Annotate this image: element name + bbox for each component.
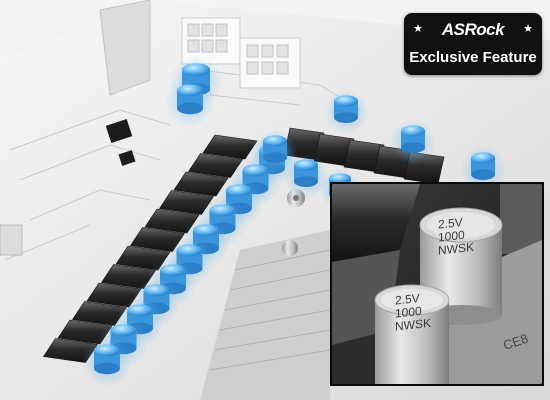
brand-logo: ASRock — [441, 20, 505, 39]
solid-capacitor — [390, 119, 436, 165]
star-icon: ★ — [523, 23, 533, 35]
solid-capacitor — [252, 129, 298, 175]
solid-capacitor — [165, 77, 215, 127]
io-shield — [99, 0, 151, 96]
socket-area — [200, 189, 331, 400]
board-marking: CE8 — [501, 331, 530, 353]
solid-capacitor — [460, 146, 506, 192]
capacitor-closeup-front — [374, 284, 450, 384]
solid-capacitor — [323, 89, 369, 135]
vrm-choke-row-left — [42, 134, 258, 363]
power-connector-8pin — [181, 17, 241, 65]
badge-tagline: Exclusive Feature — [409, 49, 537, 66]
chip-ic-small — [118, 150, 136, 166]
vrm-choke — [202, 134, 258, 160]
chip-ic — [105, 119, 133, 143]
solid-capacitor — [283, 153, 329, 199]
star-icon: ★ — [413, 23, 423, 35]
solid-capacitor — [82, 337, 132, 387]
asrock-exclusive-badge: ★ ★ ASRock Exclusive Feature — [404, 13, 542, 75]
board-component — [0, 224, 23, 256]
solid-capacitor-row — [82, 55, 506, 387]
capacitor-closeup-inset: CE8 — [330, 182, 544, 386]
capacitor-marking-back: 2.5V 1000 NWSK — [438, 213, 488, 258]
capacitor-marking-front: 2.5V 1000 NWSK — [395, 289, 445, 334]
vrm-choke — [187, 153, 244, 178]
power-connector-4pin — [239, 37, 301, 89]
